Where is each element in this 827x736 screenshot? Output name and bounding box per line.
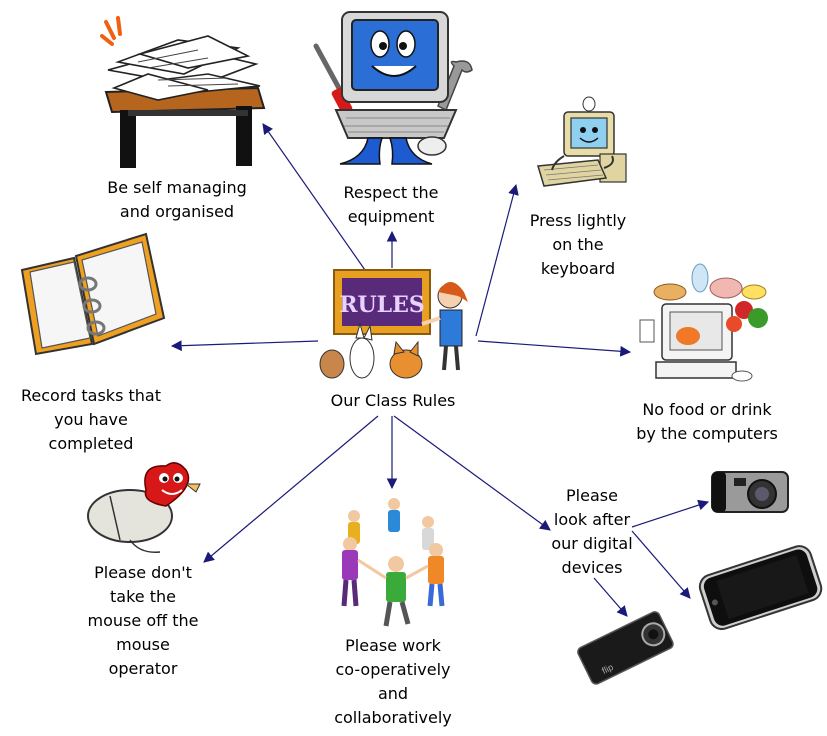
folder-binder-icon	[16, 232, 166, 358]
page-title: Our Class Rules	[330, 391, 456, 410]
rules-board-icon: RULES	[318, 266, 480, 382]
arrow-to-camera	[631, 499, 710, 528]
rules-board-text: RULES	[339, 292, 425, 318]
digital-camera-icon	[710, 466, 790, 514]
arrow-to-no-food	[477, 340, 632, 357]
food-on-computer-icon	[634, 262, 780, 388]
flip-brand-text: flip	[600, 662, 615, 676]
mouse-heart-icon	[82, 456, 206, 556]
computer-typing-icon	[534, 94, 632, 192]
arrow-to-digital-devices	[393, 415, 551, 531]
flip-camera-icon: flip	[576, 606, 674, 688]
arrow-to-flip-camera	[593, 577, 628, 617]
messy-desk-icon	[88, 14, 266, 170]
arrow-to-self-managing	[262, 123, 366, 271]
kids-circle-icon	[336, 494, 452, 632]
computer-mascot-icon	[306, 6, 482, 178]
arrow-to-press-lightly	[475, 183, 519, 337]
arrow-to-mouse-operator	[203, 415, 379, 563]
smartphone-icon	[694, 542, 824, 631]
arrow-to-phone	[631, 530, 691, 599]
arrow-to-record-tasks	[170, 340, 319, 352]
